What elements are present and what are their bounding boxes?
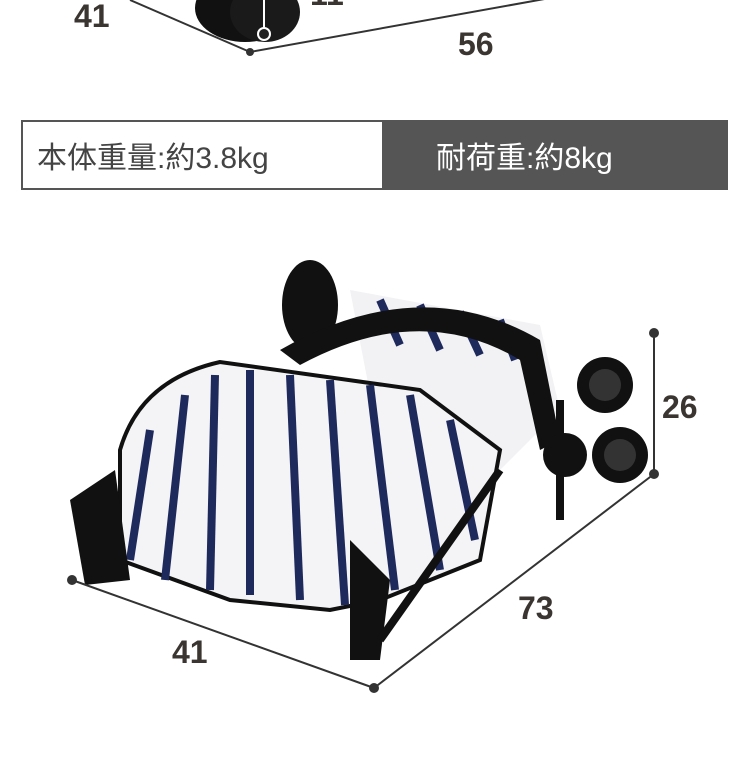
top-height-label: 11 [310, 0, 344, 10]
body-weight-label: 本体重量:約3.8kg [21, 120, 384, 190]
folded-width-label: 41 [172, 634, 208, 670]
top-depth-label: 41 [74, 0, 110, 34]
folded-stroller-image [70, 260, 648, 660]
top-width-label: 56 [458, 26, 494, 62]
load-capacity-label: 耐荷重:約8kg [384, 120, 728, 190]
folded-dimension-lines [67, 328, 659, 693]
top-dimension-lines [129, 0, 545, 56]
spec-bar: 本体重量:約3.8kg 耐荷重:約8kg [21, 120, 728, 190]
folded-height-label: 26 [662, 389, 698, 425]
folded-length-label: 73 [518, 590, 554, 626]
